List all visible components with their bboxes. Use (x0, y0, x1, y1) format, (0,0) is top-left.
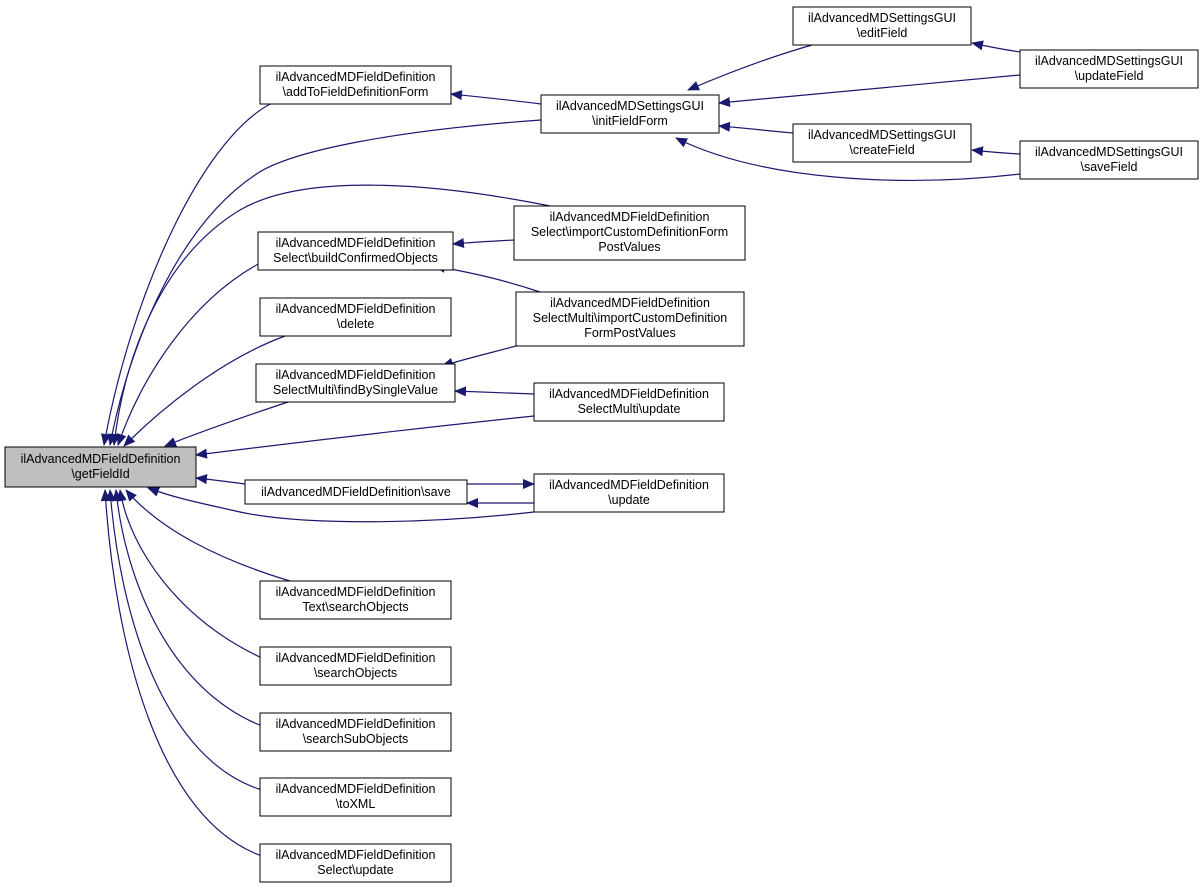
edge-searchSubObjects-to-getFieldId (112, 489, 263, 727)
svg-text:Select\update: Select\update (317, 863, 393, 877)
svg-text:\update: \update (608, 493, 650, 507)
node-addToFieldDefinitionForm[interactable]: ilAdvancedMDFieldDefinition \addToFieldD… (259, 65, 452, 105)
edge-importSelect-to-buildConfirmedObjects (452, 238, 515, 248)
svg-text:Select\buildConfirmedObjects: Select\buildConfirmedObjects (273, 251, 438, 265)
svg-text:Select\importCustomDefinitionF: Select\importCustomDefinitionForm (531, 225, 728, 239)
edge-findBySingleValue-to-getFieldId (164, 401, 289, 447)
svg-text:ilAdvancedMDSettingsGUI: ilAdvancedMDSettingsGUI (1035, 54, 1183, 68)
svg-text:ilAdvancedMDSettingsGUI: ilAdvancedMDSettingsGUI (556, 99, 704, 113)
svg-text:ilAdvancedMDFieldDefinition: ilAdvancedMDFieldDefinition (550, 210, 710, 224)
svg-text:ilAdvancedMDFieldDefinition: ilAdvancedMDFieldDefinition (276, 585, 436, 599)
svg-text:\editField: \editField (857, 26, 908, 40)
svg-text:\toXML: \toXML (336, 797, 376, 811)
svg-text:ilAdvancedMDFieldDefinition: ilAdvancedMDFieldDefinition (549, 387, 709, 401)
node-textSearchObjects[interactable]: ilAdvancedMDFieldDefinition Text\searchO… (259, 580, 452, 620)
edge-saveField-to-initFieldForm (675, 137, 1021, 181)
edge-saveField-to-createField (971, 146, 1021, 157)
svg-text:\delete: \delete (337, 317, 375, 331)
edge-delete-to-getFieldId (123, 335, 286, 447)
node-searchSubObjects[interactable]: ilAdvancedMDFieldDefinition \searchSubOb… (259, 712, 452, 752)
svg-text:ilAdvancedMDFieldDefinition: ilAdvancedMDFieldDefinition (276, 70, 436, 84)
svg-text:ilAdvancedMDFieldDefinition: ilAdvancedMDFieldDefinition (276, 651, 436, 665)
svg-text:SelectMulti\importCustomDefini: SelectMulti\importCustomDefinition (533, 311, 728, 325)
node-createField[interactable]: ilAdvancedMDSettingsGUI \createField (792, 123, 972, 163)
edge-textSearchObjects-to-getFieldId (125, 489, 291, 582)
edge-selectUpdate-to-getFieldId (100, 489, 263, 857)
node-findBySingleValue[interactable]: ilAdvancedMDFieldDefinition SelectMulti\… (255, 363, 456, 403)
edge-updateSelectMulti-to-findBySingleValue (454, 386, 535, 397)
svg-text:ilAdvancedMDFieldDefinition: ilAdvancedMDFieldDefinition (276, 848, 436, 862)
node-updateSelectMulti[interactable]: ilAdvancedMDFieldDefinition SelectMulti\… (533, 382, 725, 422)
node-delete[interactable]: ilAdvancedMDFieldDefinition \delete (259, 297, 452, 337)
svg-text:\searchObjects: \searchObjects (314, 666, 397, 680)
edge-addToFieldDefinitionForm-to-getFieldId (101, 102, 273, 446)
edge-initFieldForm-to-addToFieldDefinitionForm (450, 90, 542, 105)
edges (100, 40, 1021, 857)
node-update[interactable]: ilAdvancedMDFieldDefinition \update (533, 473, 725, 513)
edge-editField-to-initFieldForm (687, 44, 813, 91)
svg-text:\searchSubObjects: \searchSubObjects (303, 732, 409, 746)
svg-text:ilAdvancedMDFieldDefinition: ilAdvancedMDFieldDefinition (276, 236, 436, 250)
node-getFieldId[interactable]: ilAdvancedMDFieldDefinition \getFieldId (4, 446, 197, 488)
node-initFieldForm[interactable]: ilAdvancedMDSettingsGUI \initFieldForm (540, 94, 720, 134)
edge-searchObjects-to-getFieldId (116, 489, 263, 659)
node-toXML[interactable]: ilAdvancedMDFieldDefinition \toXML (259, 777, 452, 817)
edge-updateSelectMulti-to-getFieldId (195, 415, 535, 459)
edge-buildConfirmedObjects-to-getFieldId (116, 261, 263, 446)
svg-text:\getFieldId: \getFieldId (71, 467, 129, 481)
edge-toXML-to-getFieldId (105, 489, 263, 791)
svg-text:\updateField: \updateField (1075, 69, 1144, 83)
svg-text:ilAdvancedMDFieldDefinition: ilAdvancedMDFieldDefinition (276, 302, 436, 316)
svg-text:\saveField: \saveField (1081, 160, 1138, 174)
edge-importSelectMulti-to-findBySingleValue (441, 345, 517, 368)
edge-update-to-getFieldId (147, 487, 535, 523)
svg-text:FormPostValues: FormPostValues (584, 326, 675, 340)
svg-text:ilAdvancedMDFieldDefinition: ilAdvancedMDFieldDefinition (276, 368, 436, 382)
node-save[interactable]: ilAdvancedMDFieldDefinition\save (244, 479, 468, 505)
node-saveField[interactable]: ilAdvancedMDSettingsGUI \saveField (1019, 140, 1199, 180)
svg-text:ilAdvancedMDSettingsGUI: ilAdvancedMDSettingsGUI (808, 128, 956, 142)
node-editField[interactable]: ilAdvancedMDSettingsGUI \editField (792, 6, 972, 46)
edge-createField-to-initFieldForm (718, 121, 794, 134)
node-selectUpdate[interactable]: ilAdvancedMDFieldDefinition Select\updat… (259, 843, 452, 883)
svg-text:ilAdvancedMDFieldDefinition: ilAdvancedMDFieldDefinition (549, 478, 709, 492)
svg-text:SelectMulti\findBySingleValue: SelectMulti\findBySingleValue (273, 383, 438, 397)
edge-updateField-to-editField (971, 40, 1021, 53)
svg-text:PostValues: PostValues (598, 240, 660, 254)
svg-text:\initFieldForm: \initFieldForm (592, 114, 668, 128)
svg-text:ilAdvancedMDFieldDefinition: ilAdvancedMDFieldDefinition (276, 717, 436, 731)
svg-text:\createField: \createField (849, 143, 914, 157)
node-searchObjects[interactable]: ilAdvancedMDFieldDefinition \searchObjec… (259, 646, 452, 686)
svg-text:\addToFieldDefinitionForm: \addToFieldDefinitionForm (283, 85, 429, 99)
svg-text:ilAdvancedMDSettingsGUI: ilAdvancedMDSettingsGUI (808, 11, 956, 25)
node-importSelect[interactable]: ilAdvancedMDFieldDefinition Select\impor… (513, 205, 746, 261)
edge-importSelect-to-getFieldId (110, 184, 551, 446)
edge-save-to-getFieldId (195, 474, 246, 485)
edge-updateField-to-initFieldForm (718, 74, 1021, 108)
svg-text:Text\searchObjects: Text\searchObjects (302, 600, 408, 614)
svg-text:ilAdvancedMDSettingsGUI: ilAdvancedMDSettingsGUI (1035, 145, 1183, 159)
svg-text:SelectMulti\update: SelectMulti\update (578, 402, 681, 416)
svg-text:ilAdvancedMDFieldDefinition\sa: ilAdvancedMDFieldDefinition\save (261, 485, 451, 499)
node-updateField[interactable]: ilAdvancedMDSettingsGUI \updateField (1019, 49, 1199, 89)
svg-text:ilAdvancedMDFieldDefinition: ilAdvancedMDFieldDefinition (21, 452, 181, 466)
svg-text:ilAdvancedMDFieldDefinition: ilAdvancedMDFieldDefinition (276, 782, 436, 796)
node-buildConfirmedObjects[interactable]: ilAdvancedMDFieldDefinition Select\build… (257, 231, 454, 271)
svg-text:ilAdvancedMDFieldDefinition: ilAdvancedMDFieldDefinition (550, 296, 710, 310)
node-importSelectMulti[interactable]: ilAdvancedMDFieldDefinition SelectMulti\… (515, 291, 745, 347)
